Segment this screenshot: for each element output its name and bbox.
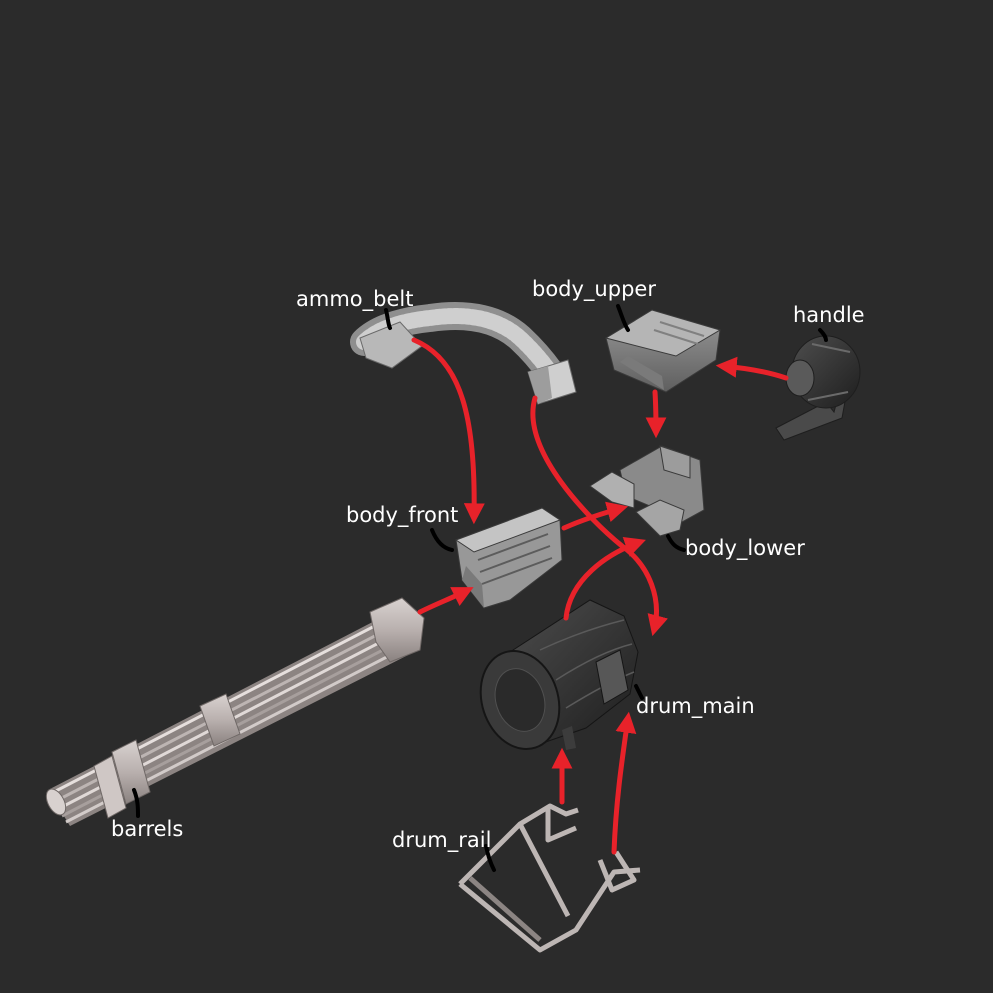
assembly-arrow-handle-to-body-upper [715,356,789,381]
assembly-arrow-body-upper-to-body-lower [645,389,667,439]
label-body-upper: body_upper [532,277,656,301]
body-lower-part [589,445,705,537]
assembly-arrow-drum-rail-to-drum-main [611,711,637,855]
leader-line-body-upper [616,304,630,332]
leader-line-body-front [430,528,454,552]
assembly-arrow-barrels-to-body-front [417,587,474,615]
leader-line-drum-main [634,684,644,700]
label-barrels: barrels [111,817,184,841]
label-body-lower: body_lower [685,536,805,560]
assembly-arrow-ammo-belt-to-drum-main [530,395,668,637]
assembly-arrow-body-front-to-body-lower [561,501,629,531]
leader-line-barrels [132,788,140,818]
handle-part [775,335,861,441]
barrels-part [45,597,425,826]
label-ammo-belt: ammo_belt [296,287,414,311]
leader-line-drum-rail [484,844,496,872]
assembly-arrow-ammo-belt-to-body-front [411,337,485,525]
drum-main-part [479,599,639,750]
body-upper-part [604,309,722,393]
label-drum-main: drum_main [636,694,755,718]
label-body-front: body_front [346,503,459,527]
body-front-part [454,507,563,609]
leader-line-body-lower [666,534,686,552]
assembly-arrow-drum-main-to-body-lower [563,536,646,621]
leader-line-ammo-belt [384,308,392,330]
label-drum-rail: drum_rail [392,828,492,852]
label-handle: handle [793,303,865,327]
leader-line-handle [818,328,828,342]
ammo-belt-part [350,302,577,405]
drum-rail-part [458,803,641,953]
